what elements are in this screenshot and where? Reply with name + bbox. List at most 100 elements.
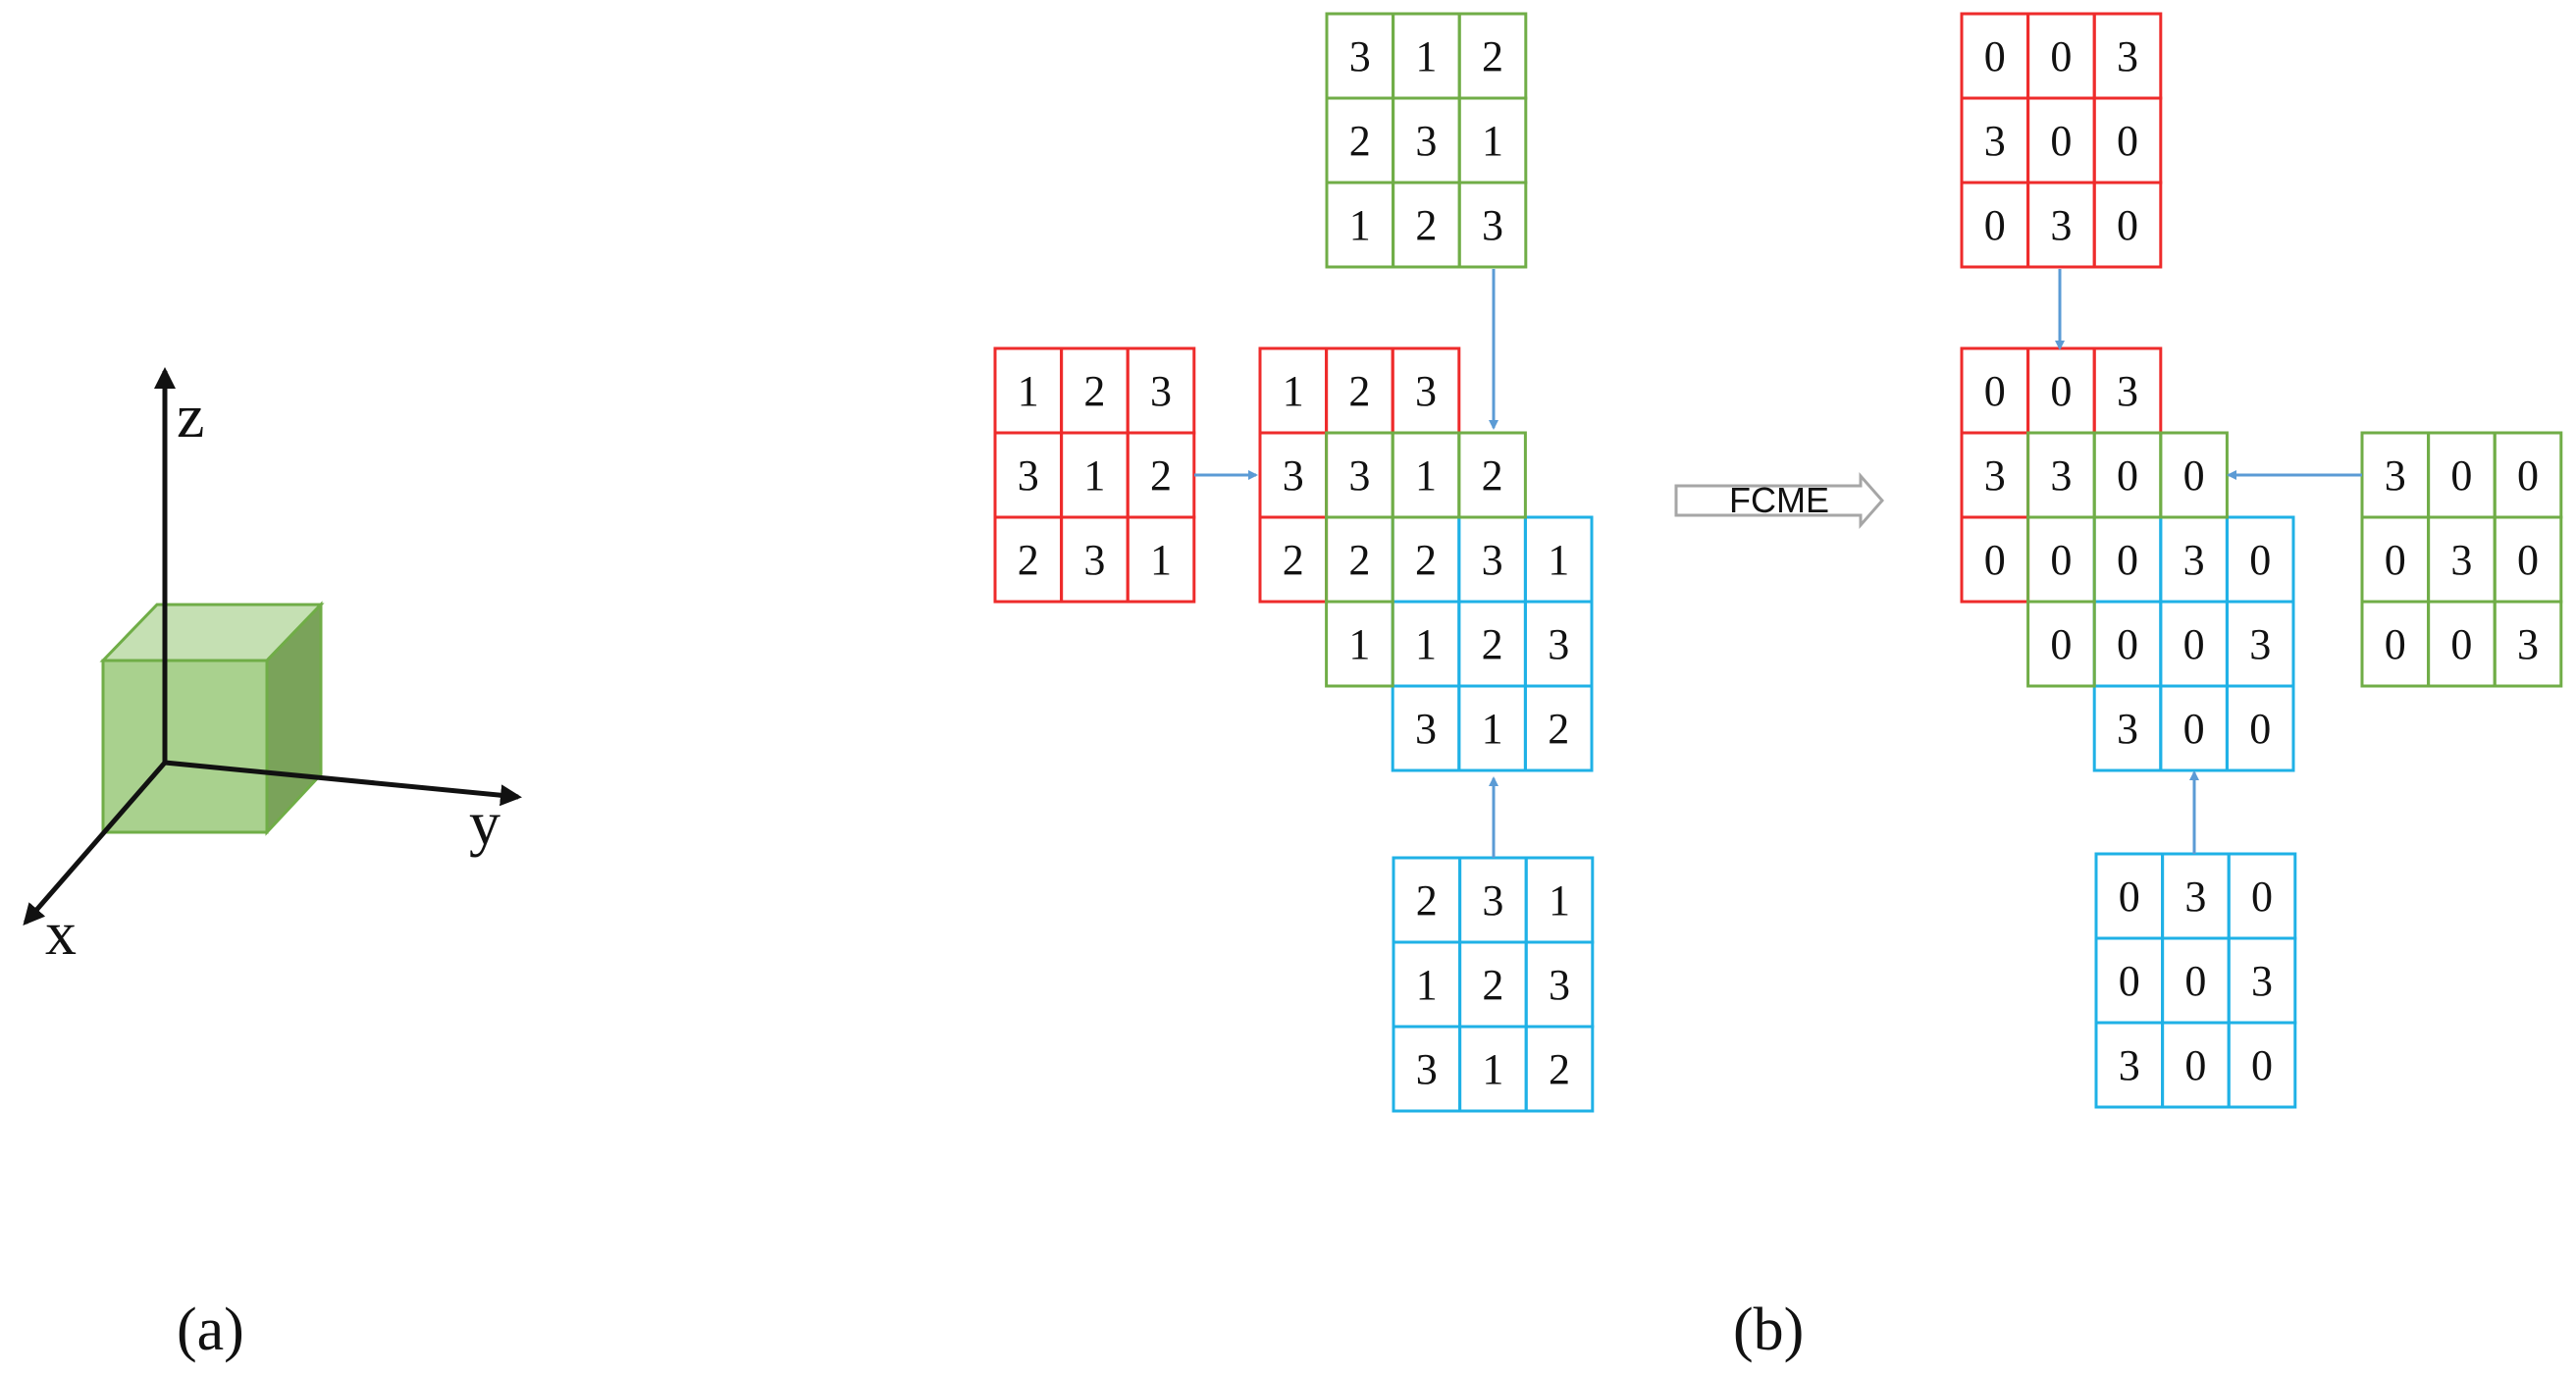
left-merged-row3-cell-border <box>1325 600 1394 688</box>
right-merged-row1-cell-value: 3 <box>1984 451 2006 500</box>
right-source-blue-cell-value: 3 <box>2184 873 2206 921</box>
left-source-red-cell-value: 3 <box>1150 367 1172 415</box>
left-source-red-cell-value: 2 <box>1150 451 1172 500</box>
right-merged-row3-cell-border <box>2026 600 2096 688</box>
left-source-red-cell-border <box>1126 515 1196 604</box>
right-merged-row2-cell: 0 <box>2026 515 2096 604</box>
left-merged-blue-cell-value: 3 <box>1548 620 1569 668</box>
left-source-blue-cell-border <box>1524 1025 1595 1113</box>
left-source-green-cell: 3 <box>1392 96 1461 185</box>
left-merged-blue-cell: 2 <box>1391 515 1461 604</box>
right-source-blue-cell: 0 <box>2161 1021 2231 1109</box>
left-merged-row1-cell-border <box>1457 431 1527 519</box>
left-source-blue-cell: 1 <box>1524 856 1595 944</box>
right-merged-row2-cell: 0 <box>1960 515 2030 604</box>
right-source-red-cell-value: 0 <box>1984 32 2006 80</box>
right-source-red-cell-value: 0 <box>2050 32 2072 80</box>
left-source-red-cell-value: 1 <box>1018 367 1039 415</box>
right-merged-row1-cell-value: 3 <box>2050 451 2072 500</box>
left-source-red-cell-value: 1 <box>1150 536 1172 584</box>
right-source-green-cell: 0 <box>2360 600 2431 688</box>
left-source-green-cell-value: 3 <box>1415 117 1437 165</box>
left-merged-row2-cell-value: 2 <box>1348 536 1370 584</box>
right-merged-blue-cell-value: 3 <box>2117 705 2138 753</box>
right-source-blue-cell-value: 3 <box>2251 957 2273 1005</box>
left-merged-blue-cell: 2 <box>1457 600 1527 688</box>
left-source-green-cell: 1 <box>1325 181 1395 269</box>
left-source-blue-cell: 3 <box>1392 1025 1462 1113</box>
left-source-green-cell: 3 <box>1325 12 1395 100</box>
left-source-blue-cell-value: 3 <box>1482 876 1503 925</box>
right-merged-row1-cell-value: 0 <box>2183 451 2205 500</box>
left-source-red-cell: 1 <box>1060 431 1130 519</box>
z-axis-label: z <box>177 381 204 450</box>
right-source-red-cell-value: 3 <box>2117 32 2138 80</box>
right-merged-blue-cell-border <box>2225 684 2295 772</box>
right-source-green-cell-value: 3 <box>2385 451 2406 500</box>
right-source-red-cell: 0 <box>1960 181 2030 269</box>
fcme-arrow-shape <box>1674 472 1884 529</box>
right-source-red-cell: 0 <box>2026 96 2096 185</box>
right-merged-red-cell: 0 <box>2026 346 2096 435</box>
right-merged-blue-cell: 0 <box>2159 600 2229 688</box>
left-source-red-cell: 2 <box>993 515 1064 604</box>
left-source-blue-cell-value: 1 <box>1482 1045 1503 1093</box>
left-merged-row1-cell-value: 1 <box>1415 451 1437 500</box>
caption-a: (a) <box>177 1297 244 1363</box>
right-source-blue-cell-value: 0 <box>2119 957 2140 1005</box>
left-merged-row2-cell-value: 2 <box>1283 536 1304 584</box>
right-source-blue-cell-value: 0 <box>2251 1041 2273 1089</box>
right-merged-red-cell-value: 3 <box>2117 367 2138 415</box>
left-source-red-cell-value: 3 <box>1083 536 1105 584</box>
right-source-blue-cell-value: 0 <box>2184 957 2206 1005</box>
left-merged-row3-cell-value: 1 <box>1348 620 1370 668</box>
left-merged-row2-cell: 2 <box>1258 515 1329 604</box>
left-merged-red-cell-value: 1 <box>1283 367 1304 415</box>
right-source-red-cell: 0 <box>2092 96 2163 185</box>
right-source-red-cell: 3 <box>1960 96 2030 185</box>
right-merged-row1-cell-value: 0 <box>2117 451 2138 500</box>
left-source-green-cell: 2 <box>1325 96 1395 185</box>
left-source-green-cell: 3 <box>1457 181 1528 269</box>
left-source-green-cell-value: 3 <box>1349 32 1371 80</box>
left-source-green-cell-value: 1 <box>1482 117 1503 165</box>
right-merged-blue-cell: 3 <box>2092 684 2163 772</box>
right-merged-red-cell-value: 0 <box>2050 367 2072 415</box>
left-merged-blue-cell: 2 <box>1523 684 1594 772</box>
left-merged-red-cell: 1 <box>1258 346 1329 435</box>
right-source-blue-cell: 0 <box>2094 852 2165 940</box>
right-merged-blue-cell-value: 0 <box>2249 705 2271 753</box>
left-source-red-cell: 1 <box>1126 515 1196 604</box>
right-merged-blue-cell: 3 <box>2225 600 2295 688</box>
right-merged-row1-cell: 0 <box>2092 431 2163 519</box>
left-merged-row1-cell-value: 2 <box>1482 451 1503 500</box>
right-merged-blue-cell-value: 0 <box>2183 705 2205 753</box>
right-source-green-cell: 0 <box>2427 600 2497 688</box>
right-source-green-cell-value: 0 <box>2517 451 2539 500</box>
left-merged-row1-cell: 3 <box>1258 431 1329 519</box>
left-source-blue-cell-value: 2 <box>1482 961 1503 1009</box>
left-merged-row3-cell: 1 <box>1325 600 1394 688</box>
right-source-blue-cell: 0 <box>2227 1021 2297 1109</box>
right-source-green-cell-value: 0 <box>2450 620 2472 668</box>
left-source-red-cell: 2 <box>1060 346 1130 435</box>
left-source-green-cell-value: 1 <box>1349 201 1371 249</box>
right-source-blue-cell: 3 <box>2094 1021 2165 1109</box>
right-source-green-cell: 3 <box>2427 515 2497 604</box>
right-source-green-cell-value: 3 <box>2450 536 2472 584</box>
left-source-green-cell: 1 <box>1392 12 1461 100</box>
right-source-red-cell: 0 <box>2026 12 2096 100</box>
left-source-blue-cell-value: 1 <box>1416 961 1438 1009</box>
left-merged-blue-cell-value: 3 <box>1415 705 1437 753</box>
left-source-blue-cell: 2 <box>1524 1025 1595 1113</box>
right-source-blue-cell: 3 <box>2161 852 2231 940</box>
right-source-blue-cell: 0 <box>2094 936 2165 1025</box>
left-source-green-cell: 2 <box>1457 12 1528 100</box>
right-source-blue-cell: 0 <box>2161 936 2231 1025</box>
left-source-blue-cell: 3 <box>1458 856 1528 944</box>
right-merged-row3-cell: 0 <box>2026 600 2096 688</box>
left-merged-blue-cell-value: 1 <box>1415 620 1437 668</box>
left-merged-blue-cell: 3 <box>1391 684 1461 772</box>
